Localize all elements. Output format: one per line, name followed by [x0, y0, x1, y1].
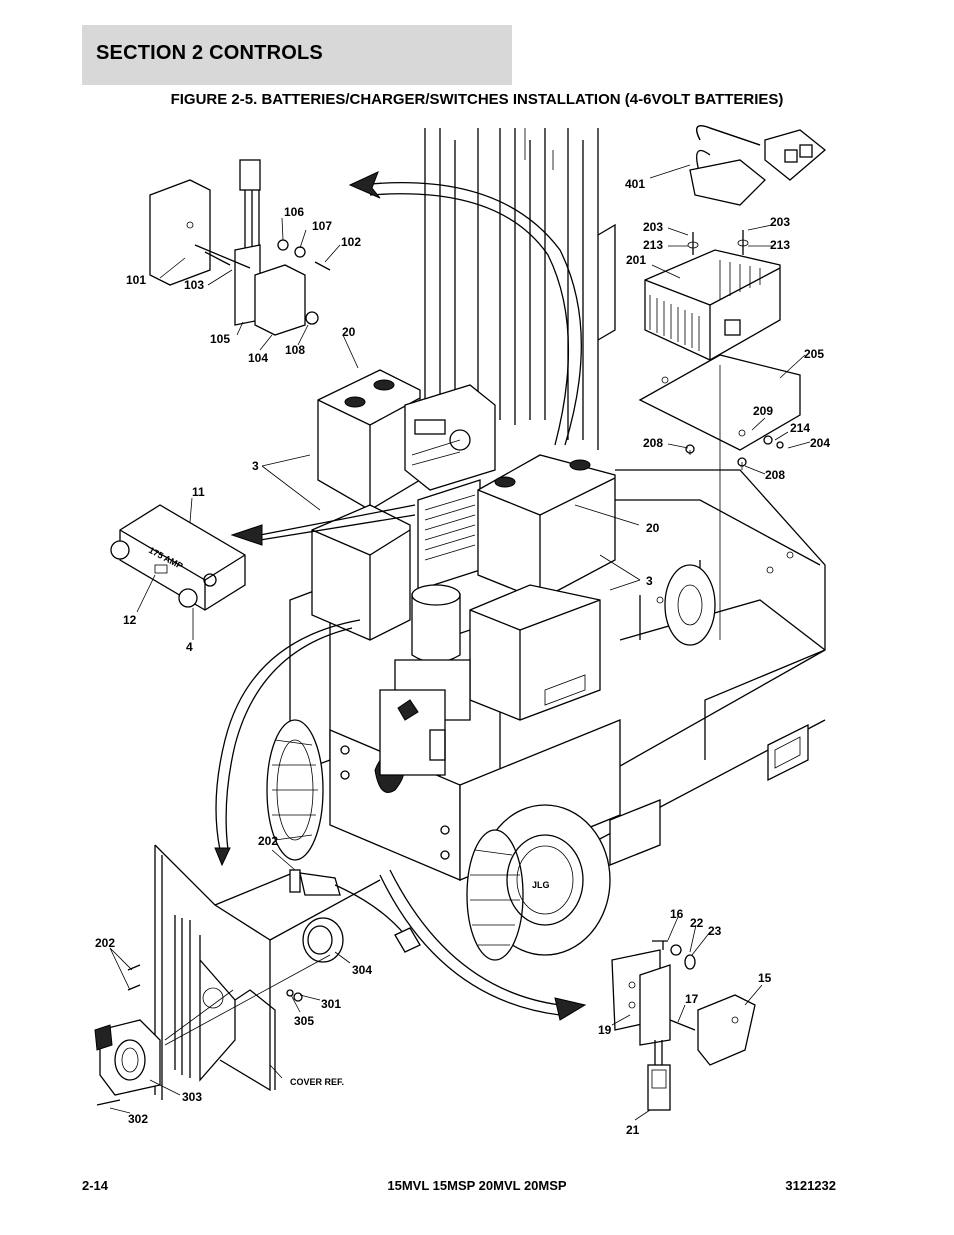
fuse-drawing: 175 AMP	[110, 504, 246, 611]
callout-103: 103	[184, 278, 204, 292]
curved-arrows	[214, 171, 587, 1021]
callout-203-left: 203	[643, 220, 663, 234]
circuit-breaker-drawing	[149, 159, 331, 336]
callout-213-right: 213	[770, 238, 790, 252]
callout-214: 214	[790, 421, 810, 435]
callout-202-lower: 202	[95, 936, 115, 950]
callout-19: 19	[598, 1023, 612, 1037]
callout-20-upper: 20	[342, 325, 356, 339]
cover-ref-label: COVER REF.	[290, 1077, 344, 1087]
callout-21: 21	[626, 1123, 640, 1137]
document-number: 3121232	[785, 1178, 836, 1193]
callout-302: 302	[128, 1112, 148, 1126]
callout-17: 17	[685, 992, 699, 1006]
callout-304: 304	[352, 963, 372, 977]
mast-drawing	[424, 128, 616, 450]
figure-title: FIGURE 2-5. BATTERIES/CHARGER/SWITCHES I…	[170, 91, 784, 108]
callout-204: 204	[810, 436, 830, 450]
callout-208-left: 208	[643, 436, 663, 450]
callout-3-right: 3	[646, 574, 653, 588]
charger-assembly-drawing	[638, 125, 827, 640]
callout-202-upper: 202	[258, 834, 278, 848]
switch-receptacle-drawing	[94, 844, 421, 1106]
callout-labels: 401 203 213 203 213 201 205 209 214 204 …	[95, 177, 830, 1137]
callout-23: 23	[708, 924, 722, 938]
leader-lines	[109, 164, 811, 1121]
callout-203-right: 203	[770, 215, 790, 229]
callout-209: 209	[753, 404, 773, 418]
callout-305: 305	[294, 1014, 314, 1028]
callout-301: 301	[321, 997, 341, 1011]
callout-106: 106	[284, 205, 304, 219]
switch-assembly-drawing	[611, 940, 756, 1111]
callout-401: 401	[625, 177, 645, 191]
callout-108: 108	[285, 343, 305, 357]
callout-15: 15	[758, 971, 772, 985]
callout-12: 12	[123, 613, 137, 627]
callout-101: 101	[126, 273, 146, 287]
battery-drawing	[311, 369, 616, 776]
callout-105: 105	[210, 332, 230, 346]
callout-104: 104	[248, 351, 268, 365]
svg-text:JLG: JLG	[532, 880, 550, 890]
callout-201: 201	[626, 253, 646, 267]
section-title: SECTION 2 CONTROLS	[96, 42, 323, 64]
callout-303: 303	[182, 1090, 202, 1104]
callout-102: 102	[341, 235, 361, 249]
callout-208-right: 208	[765, 468, 785, 482]
callout-4: 4	[186, 640, 193, 654]
callout-16: 16	[670, 907, 684, 921]
front-frame-drawing: JLG	[266, 584, 621, 961]
callout-22: 22	[690, 916, 704, 930]
callout-11: 11	[192, 485, 205, 499]
callout-20-lower: 20	[646, 521, 660, 535]
callout-3-left: 3	[252, 459, 259, 473]
callout-213-left: 213	[643, 238, 663, 252]
page-number: 2-14	[82, 1178, 109, 1193]
section-header: SECTION 2 CONTROLS	[82, 25, 512, 85]
callout-107: 107	[312, 219, 332, 233]
model-numbers: 15MVL 15MSP 20MVL 20MSP	[387, 1178, 567, 1193]
callout-205: 205	[804, 347, 824, 361]
